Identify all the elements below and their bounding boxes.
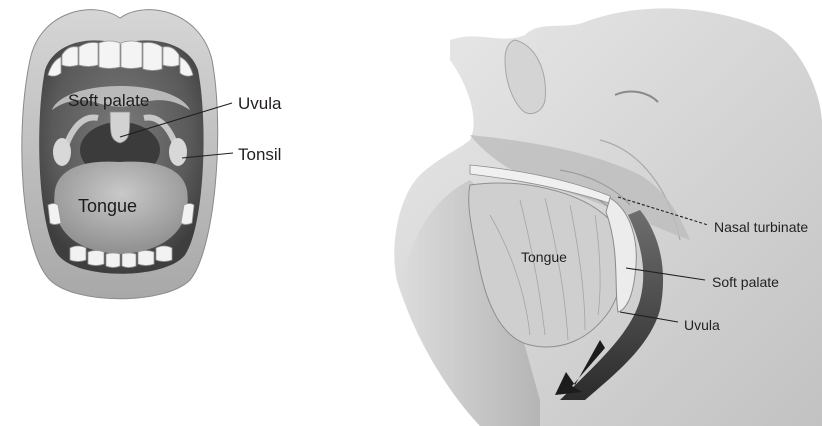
tonsil-right	[169, 138, 187, 166]
right-uvula-label: Uvula	[684, 317, 720, 333]
left-tonsil-label: Tonsil	[238, 145, 281, 164]
left-uvula-label: Uvula	[238, 94, 282, 113]
sagittal-section-illustration: Tongue Nasal turbinate Soft palate Uvula	[394, 8, 822, 426]
left-soft-palate-label: Soft palate	[68, 91, 149, 110]
uvula-shape	[110, 112, 130, 143]
tonsil-left	[53, 138, 71, 166]
right-soft-palate-label: Soft palate	[712, 274, 779, 290]
right-tongue-label: Tongue	[521, 249, 567, 265]
left-tongue-label: Tongue	[78, 196, 137, 216]
open-mouth-illustration: Soft palate Tongue Uvula Tonsil	[22, 10, 282, 299]
right-nasal-turbinate-label: Nasal turbinate	[714, 219, 808, 235]
